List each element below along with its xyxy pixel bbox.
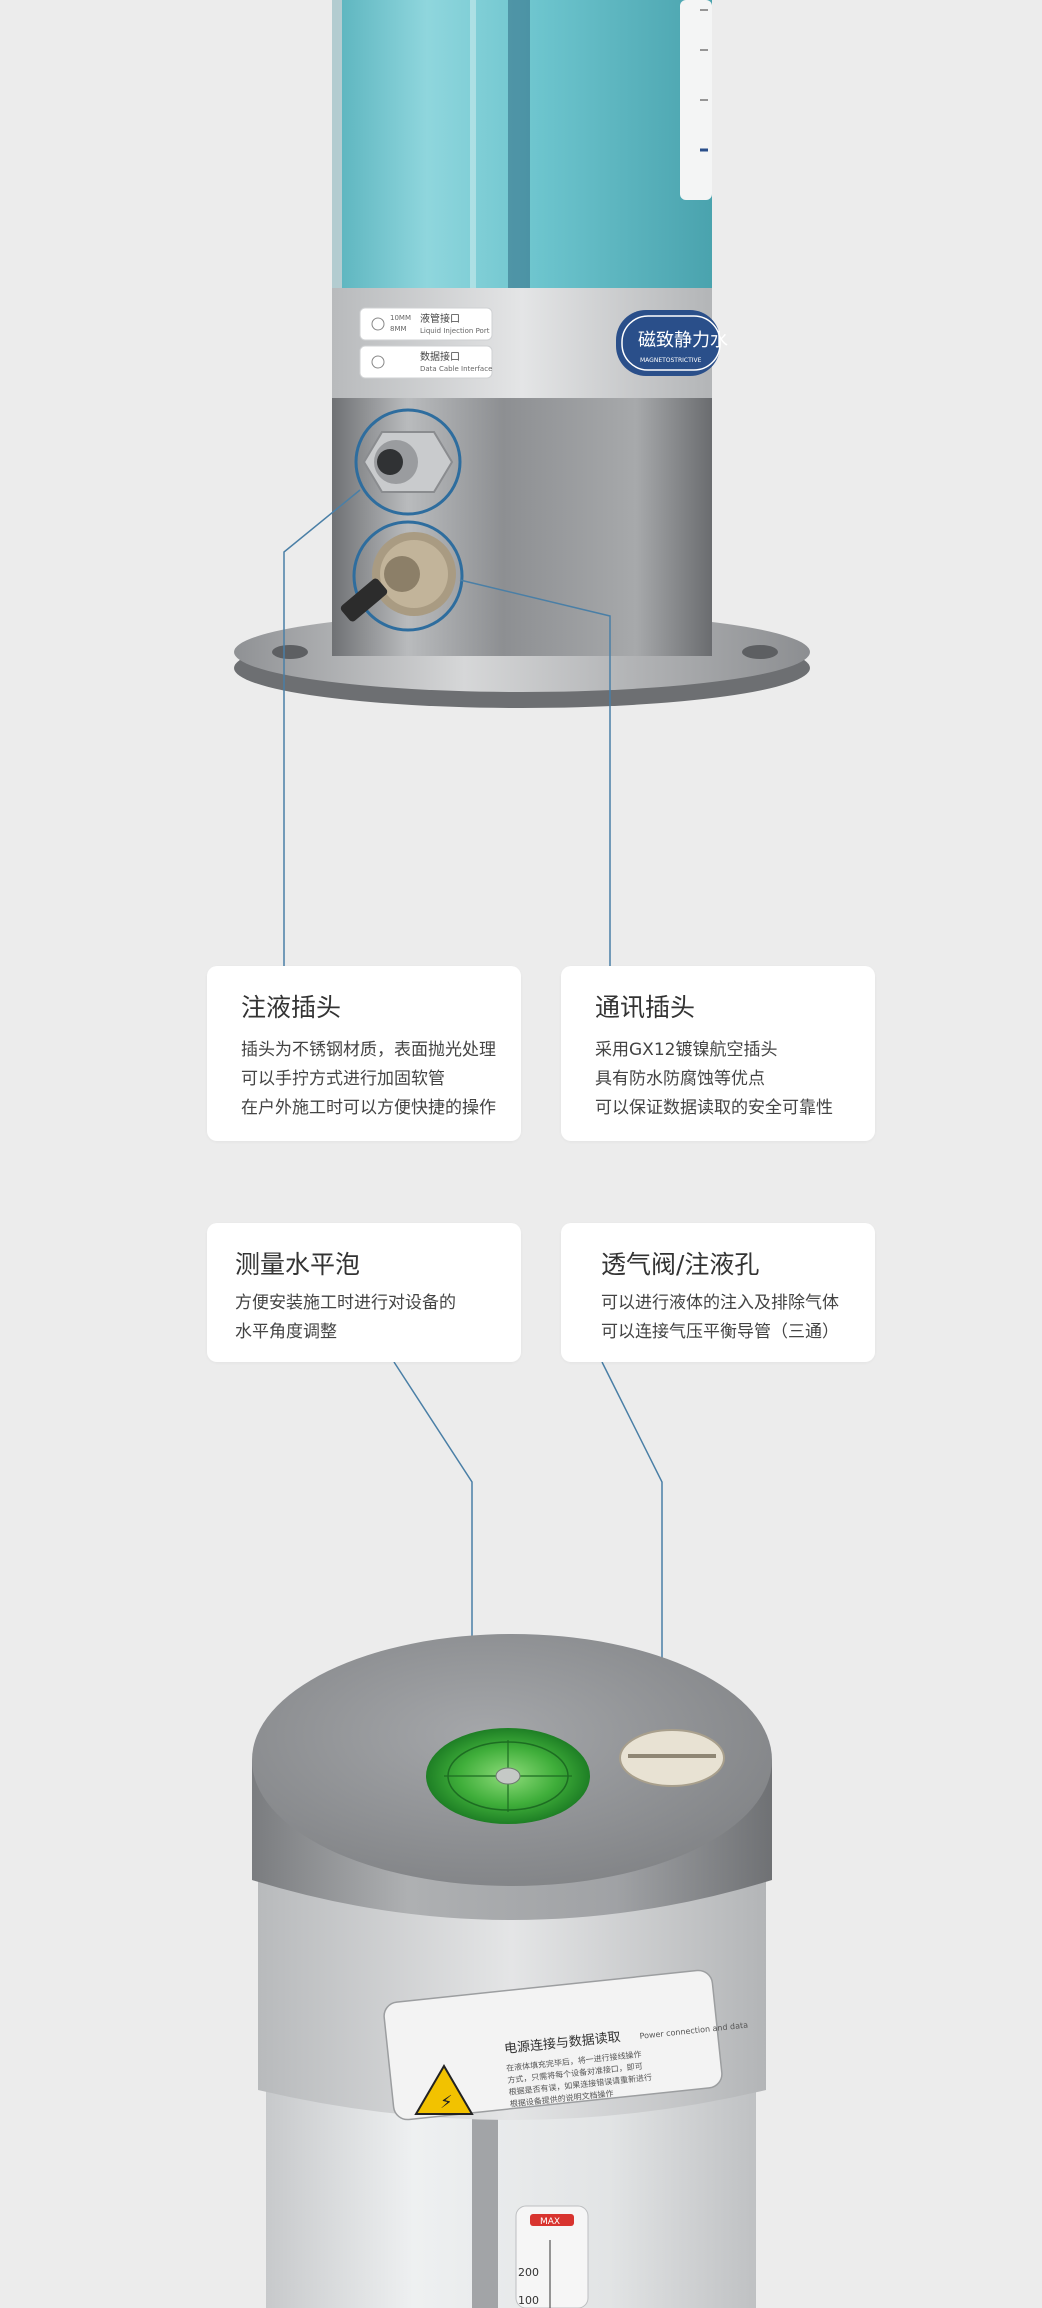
injection-port-highlight xyxy=(354,408,462,516)
card-line: 水平角度调整 xyxy=(235,1322,337,1342)
gauge-value-2: 100 xyxy=(518,2294,539,2307)
leader-line-valve xyxy=(601,1361,663,1740)
card-line: 在户外施工时可以方便快捷的操作 xyxy=(241,1098,496,1118)
card-line: 具有防水防腐蚀等优点 xyxy=(595,1069,765,1089)
card-data-plug: 通讯插头 采用GX12镀镍航空插头 具有防水防腐蚀等优点 可以保证数据读取的安全… xyxy=(561,966,875,1141)
card-description: 方便安装施工时进行对设备的 水平角度调整 xyxy=(235,1289,456,1347)
card-line: 方便安装施工时进行对设备的 xyxy=(235,1293,456,1313)
card-title: 测量水平泡 xyxy=(235,1250,361,1279)
data-port-highlight xyxy=(352,520,464,632)
gauge-max: MAX xyxy=(540,2217,560,2227)
port-label-liquid-en: Liquid Injection Port xyxy=(420,327,490,335)
brand-badge-en: MAGNETOSTRICTIVE xyxy=(640,357,702,364)
card-vent-valve: 透气阀/注液孔 可以进行液体的注入及排除气体 可以连接气压平衡导管（三通） xyxy=(561,1223,875,1362)
card-title: 注液插头 xyxy=(241,993,342,1022)
card-injection-plug: 注液插头 插头为不锈钢材质，表面抛光处理 可以手拧方式进行加固软管 在户外施工时… xyxy=(207,966,521,1141)
card-line: 可以保证数据读取的安全可靠性 xyxy=(595,1098,833,1118)
warning-icon xyxy=(414,2064,474,2115)
brand-badge-cn: 磁致静力水 xyxy=(638,330,728,351)
card-line: 可以进行液体的注入及排除气体 xyxy=(601,1293,839,1313)
data-port-cable xyxy=(340,578,388,622)
card-title: 通讯插头 xyxy=(595,993,696,1022)
port-label-liquid-cn: 液管接口 xyxy=(420,312,460,325)
card-description: 可以进行液体的注入及排除气体 可以连接气压平衡导管（三通） xyxy=(601,1289,839,1347)
port-size-a: 10MM xyxy=(390,314,411,322)
warning-label xyxy=(383,1969,723,2121)
gauge xyxy=(515,2205,589,2308)
card-line: 插头为不锈钢材质，表面抛光处理 xyxy=(241,1040,496,1060)
leader-line-data xyxy=(459,579,611,966)
card-description: 插头为不锈钢材质，表面抛光处理 可以手拧方式进行加固软管 在户外施工时可以方便快… xyxy=(241,1036,496,1123)
leader-line-injection xyxy=(283,489,361,966)
gauge-value: 200 xyxy=(518,2266,539,2279)
brand-badge xyxy=(616,310,720,376)
port-label-data-en: Data Cable Interface xyxy=(420,365,492,373)
port-label-data xyxy=(359,345,493,379)
card-line: 可以连接气压平衡导管（三通） xyxy=(601,1322,839,1342)
card-line: 可以手拧方式进行加固软管 xyxy=(241,1069,445,1089)
warning-icon-glyph: ⚡ xyxy=(440,2092,453,2113)
injection-port-hole xyxy=(377,449,403,475)
inner-rod xyxy=(508,0,530,290)
flange-hole-right xyxy=(742,645,778,659)
flange-hole-left xyxy=(272,645,308,659)
port-size-b: 8MM xyxy=(390,325,407,333)
port-label-data-cn: 数据接口 xyxy=(420,350,460,363)
card-description: 采用GX12镀镍航空插头 具有防水防腐蚀等优点 可以保证数据读取的安全可靠性 xyxy=(595,1036,833,1123)
port-label-liquid xyxy=(359,307,493,341)
card-line: 采用GX12镀镍航空插头 xyxy=(595,1040,778,1060)
card-title: 透气阀/注液孔 xyxy=(601,1250,760,1279)
card-level-bubble: 测量水平泡 方便安装施工时进行对设备的 水平角度调整 xyxy=(207,1223,521,1362)
